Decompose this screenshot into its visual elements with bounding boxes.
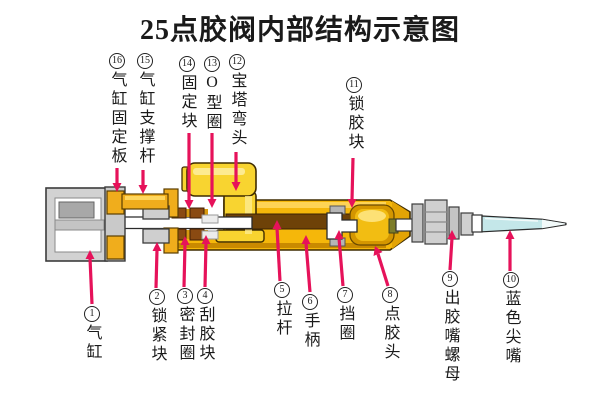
callout-text: 锁紧块 xyxy=(148,307,166,364)
elbow-highlight xyxy=(193,168,245,175)
callout-6-handle: 6 手柄 xyxy=(300,294,320,350)
callout-number-badge: 7 xyxy=(337,287,353,303)
callout-16-cylinder-fixing-plate: 16 气缸固定板 xyxy=(107,53,127,166)
leader-arrow-11 xyxy=(350,157,355,201)
leader-arrowhead-12 xyxy=(231,182,241,191)
callout-7-retaining-ring: 7 挡圈 xyxy=(335,287,355,343)
callout-number-badge: 16 xyxy=(109,53,125,69)
pagoda-elbow-flange-part xyxy=(215,229,265,243)
leader-arrowhead-16 xyxy=(112,183,122,192)
o-ring-seat-part xyxy=(201,230,219,240)
leader-arrowhead-2 xyxy=(152,242,162,251)
o-ring-seat-part xyxy=(201,214,219,224)
callout-14-fixing-block: 14 固定块 xyxy=(177,56,197,131)
leader-arrows xyxy=(85,133,515,305)
callout-12-pagoda-elbow: 12 宝塔弯头 xyxy=(227,54,247,148)
leader-arrow-5 xyxy=(275,227,282,282)
callout-3-seal-ring: 3 密封圈 xyxy=(175,288,195,363)
callout-text: 点胶头 xyxy=(381,305,399,362)
valve-body-highlight xyxy=(228,202,386,208)
callout-text: 出胶嘴螺母 xyxy=(441,289,459,384)
callout-15-cylinder-support-rod: 15 气缸支撑杆 xyxy=(135,53,155,166)
callout-text: 刮胶块 xyxy=(196,306,214,363)
callout-number-badge: 11 xyxy=(346,77,362,93)
seal-spacer xyxy=(186,209,190,217)
leader-arrowhead-7 xyxy=(334,230,344,239)
glue-chamber-highlight xyxy=(358,210,386,222)
leader-arrowhead-15 xyxy=(138,185,148,194)
callout-text: 气缸支撑杆 xyxy=(136,71,154,166)
support-rod-highlight xyxy=(125,196,165,200)
callout-text: 拉杆 xyxy=(273,300,291,338)
leader-arrow-6 xyxy=(304,242,312,293)
callout-number-badge: 10 xyxy=(503,272,519,288)
seal-spacer xyxy=(186,230,190,239)
diagram-title: 25点胶阀内部结构示意图 xyxy=(139,15,460,46)
leader-arrow-4 xyxy=(203,242,208,288)
air-cylinder-piston-part xyxy=(58,201,95,219)
nozzle-tip-highlight xyxy=(542,219,565,229)
leader-arrowhead-3 xyxy=(180,236,190,245)
callout-number-badge: 3 xyxy=(177,288,193,304)
callout-1-air-cylinder: 1 气缸 xyxy=(82,306,102,362)
callout-9-nozzle-nut: 9 出胶嘴螺母 xyxy=(440,271,460,384)
nozzle-collar-part xyxy=(471,214,483,233)
locking-block-part xyxy=(142,228,170,244)
nozzle-nut-part xyxy=(460,212,474,236)
callout-number-badge: 12 xyxy=(229,54,245,70)
callout-text: 手柄 xyxy=(301,312,319,350)
callout-text: 气缸 xyxy=(83,324,101,362)
leader-arrowhead-5 xyxy=(272,220,282,229)
callout-text: 宝塔弯头 xyxy=(228,72,246,148)
valve-body-shadow xyxy=(174,243,386,248)
callout-number-badge: 9 xyxy=(442,271,458,287)
air-cylinder-piston-bar xyxy=(54,219,105,231)
callout-number-badge: 8 xyxy=(382,287,398,303)
callout-number-badge: 4 xyxy=(197,288,213,304)
callout-2-locking-block: 2 锁紧块 xyxy=(147,289,167,364)
leader-arrowhead-8 xyxy=(373,246,383,256)
leader-arrowhead-14 xyxy=(184,200,194,209)
leader-arrowhead-11 xyxy=(347,199,357,208)
leader-arrow-7 xyxy=(337,237,345,287)
callout-text: 密封圈 xyxy=(176,306,194,363)
callout-text: 固定块 xyxy=(178,74,196,131)
callout-number-badge: 2 xyxy=(149,289,165,305)
leader-arrowhead-13 xyxy=(207,199,217,208)
callout-number-badge: 14 xyxy=(179,56,195,72)
callout-text: 锁胶块 xyxy=(345,95,363,152)
leader-arrowhead-10 xyxy=(505,230,515,239)
nozzle-highlight xyxy=(484,217,539,222)
lock-glue-block-part xyxy=(326,212,358,240)
scraper-block-part xyxy=(189,207,205,219)
callout-text: O型圈 xyxy=(203,74,221,132)
leader-arrowhead-4 xyxy=(201,235,211,244)
callout-5-pull-rod: 5 拉杆 xyxy=(272,282,292,338)
callout-4-scraper-block: 4 刮胶块 xyxy=(195,288,215,363)
callout-text: 气缸固定板 xyxy=(108,71,126,166)
leader-arrow-2 xyxy=(154,249,159,289)
callout-10-blue-nozzle: 10 蓝色尖嘴 xyxy=(501,272,521,366)
leader-arrow-3 xyxy=(182,243,187,288)
callout-number-badge: 6 xyxy=(302,294,318,310)
pagoda-elbow-horizontal-part xyxy=(186,162,257,197)
leader-arrowhead-1 xyxy=(85,250,95,259)
callout-number-badge: 15 xyxy=(137,53,153,69)
callout-number-badge: 5 xyxy=(274,282,290,298)
leader-arrow-9 xyxy=(448,237,454,271)
leader-arrowhead-6 xyxy=(301,235,311,244)
nozzle-nut-part xyxy=(411,203,424,243)
seal-spacer xyxy=(204,209,208,217)
leader-arrow-1 xyxy=(88,257,94,305)
callout-8-dispensing-head: 8 点胶头 xyxy=(380,287,400,362)
leader-arrowhead-9 xyxy=(447,230,457,239)
support-rod-end-part xyxy=(106,235,125,260)
callout-text: 蓝色尖嘴 xyxy=(502,290,520,366)
callout-13-o-ring: 13 O型圈 xyxy=(202,56,222,132)
leader-arrow-8 xyxy=(376,253,390,287)
callout-number-badge: 1 xyxy=(84,306,100,322)
callout-text: 挡圈 xyxy=(336,305,354,343)
callout-11-lock-glue-block: 11 锁胶块 xyxy=(344,77,364,152)
callout-number-badge: 13 xyxy=(204,56,220,72)
